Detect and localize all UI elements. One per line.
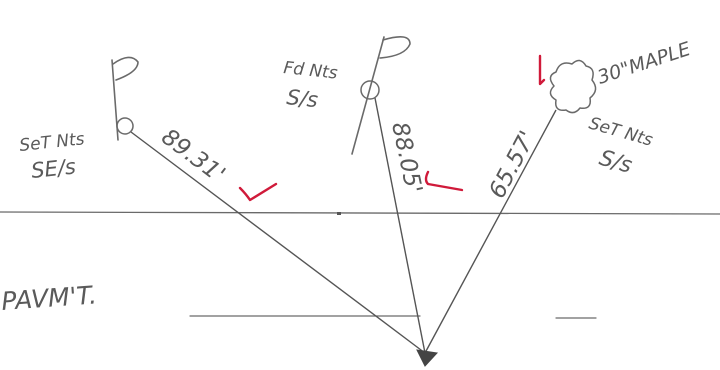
tie-line-right: [424, 109, 557, 354]
center-monument-label-line2: S/s: [285, 85, 319, 112]
tie-line-left: [130, 131, 426, 354]
left-monument-flag: [111, 56, 139, 141]
left-monument-label-line1: SeT Nts: [18, 129, 85, 156]
tie-line-center: [374, 97, 426, 354]
maple-tree-icon: [549, 59, 597, 114]
tree-label: 30"MAPLE: [595, 38, 693, 89]
point-marker-triangle: [416, 349, 439, 367]
left-monument-label-line2: SE/s: [30, 154, 77, 183]
center-monument-label-line1: Fd Nts: [282, 58, 338, 84]
center-monument-flag: [351, 36, 411, 155]
tie-distance-right: 65.57': [484, 127, 541, 203]
check-mark-right: [538, 54, 546, 86]
check-mark-left: [238, 182, 278, 202]
road-edge-tick: [337, 212, 341, 215]
left-monument-circle: [116, 117, 134, 135]
right-monument-label-line1: SeT Nts: [587, 114, 655, 151]
check-mark-center: [424, 170, 464, 192]
center-monument-circle: [360, 80, 380, 100]
right-monument-label-line2: S/s: [596, 146, 634, 179]
pavement-label: PAVM'T.: [0, 280, 97, 316]
road-edge-line: [0, 211, 720, 215]
